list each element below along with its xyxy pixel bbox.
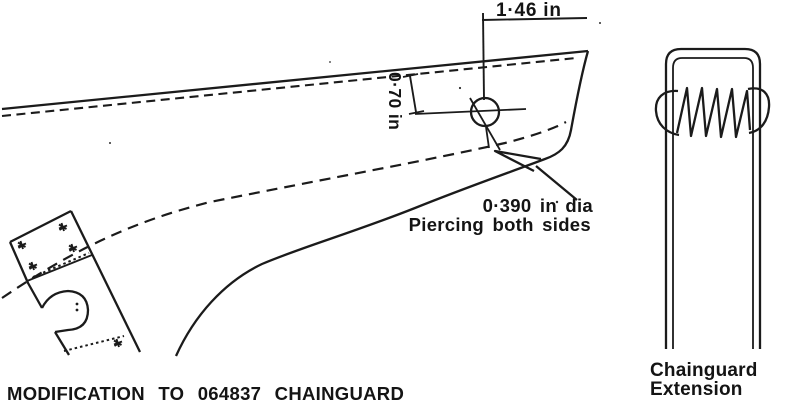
extension-outer-outline (664, 47, 762, 349)
extension-label-line2: Extension (650, 379, 743, 400)
mounting-bracket (8, 209, 142, 356)
extension-inner-outline (672, 57, 754, 349)
guard-top-hidden-edge (1, 56, 577, 118)
spring-right-bulge (747, 87, 771, 135)
spring-left-bulge (654, 89, 680, 137)
slot-dot (75, 302, 79, 306)
extension-label-line1: Chainguard (650, 360, 758, 381)
dim-vertical-label: 0·70 in (385, 72, 405, 130)
spring-zigzag (675, 86, 752, 139)
rivet-mark (113, 338, 123, 348)
dim-horizontal-line (481, 17, 588, 21)
hole-callout: 1·46 in 0·70 in 0·390 in dia Piercing bo… (385, 0, 593, 235)
scan-speck (458, 86, 462, 90)
rivet-mark (68, 243, 78, 253)
slot-dot (75, 308, 79, 312)
bracket-lower-seam-stitch (63, 335, 125, 352)
guard-lower-hidden-edge (1, 121, 567, 299)
dim-vertical-line (409, 75, 417, 113)
guard-right-and-bottom-edge (174, 50, 590, 357)
figure-caption: MODIFICATION TO 064837 CHAINGUARD (7, 383, 404, 404)
bracket-top-edge (9, 209, 72, 244)
guard-top-edge (1, 49, 589, 111)
dim-horizontal-extension-line (482, 12, 485, 101)
hole-centerline-tail (485, 126, 490, 149)
hole-centerline-diagonal (469, 97, 501, 151)
dim-vertical-top-tick (402, 73, 419, 78)
rivet-mark (17, 240, 27, 250)
hole-centerline-horizontal (414, 108, 527, 115)
bracket-seam-line (26, 254, 93, 282)
scan-speck (555, 200, 559, 204)
hole-note-leader-line (535, 165, 578, 201)
rivet-mark (58, 222, 68, 232)
hole-note-line1: 0·390 in dia (483, 195, 594, 216)
hole-note-arrowhead (493, 149, 542, 173)
spring-coil (654, 86, 771, 139)
bracket-left-edge (8, 241, 44, 309)
chainguard-side-view (1, 49, 590, 357)
bracket-seam-stitch (32, 252, 90, 278)
bracket-lower-left-edge (54, 331, 70, 356)
bracket-slot (40, 289, 90, 334)
hole-note-line2: Piercing both sides (409, 214, 591, 235)
bracket-right-edge (69, 210, 142, 353)
rivet-mark (28, 261, 38, 271)
dim-horizontal-label: 1·46 in (496, 0, 562, 21)
scan-speck (109, 142, 111, 144)
scan-speck (329, 61, 331, 63)
scan-speck (599, 22, 601, 24)
chainguard-extension-view: Chainguard Extension (650, 47, 771, 400)
dim-vertical-bottom-tick (408, 110, 425, 115)
